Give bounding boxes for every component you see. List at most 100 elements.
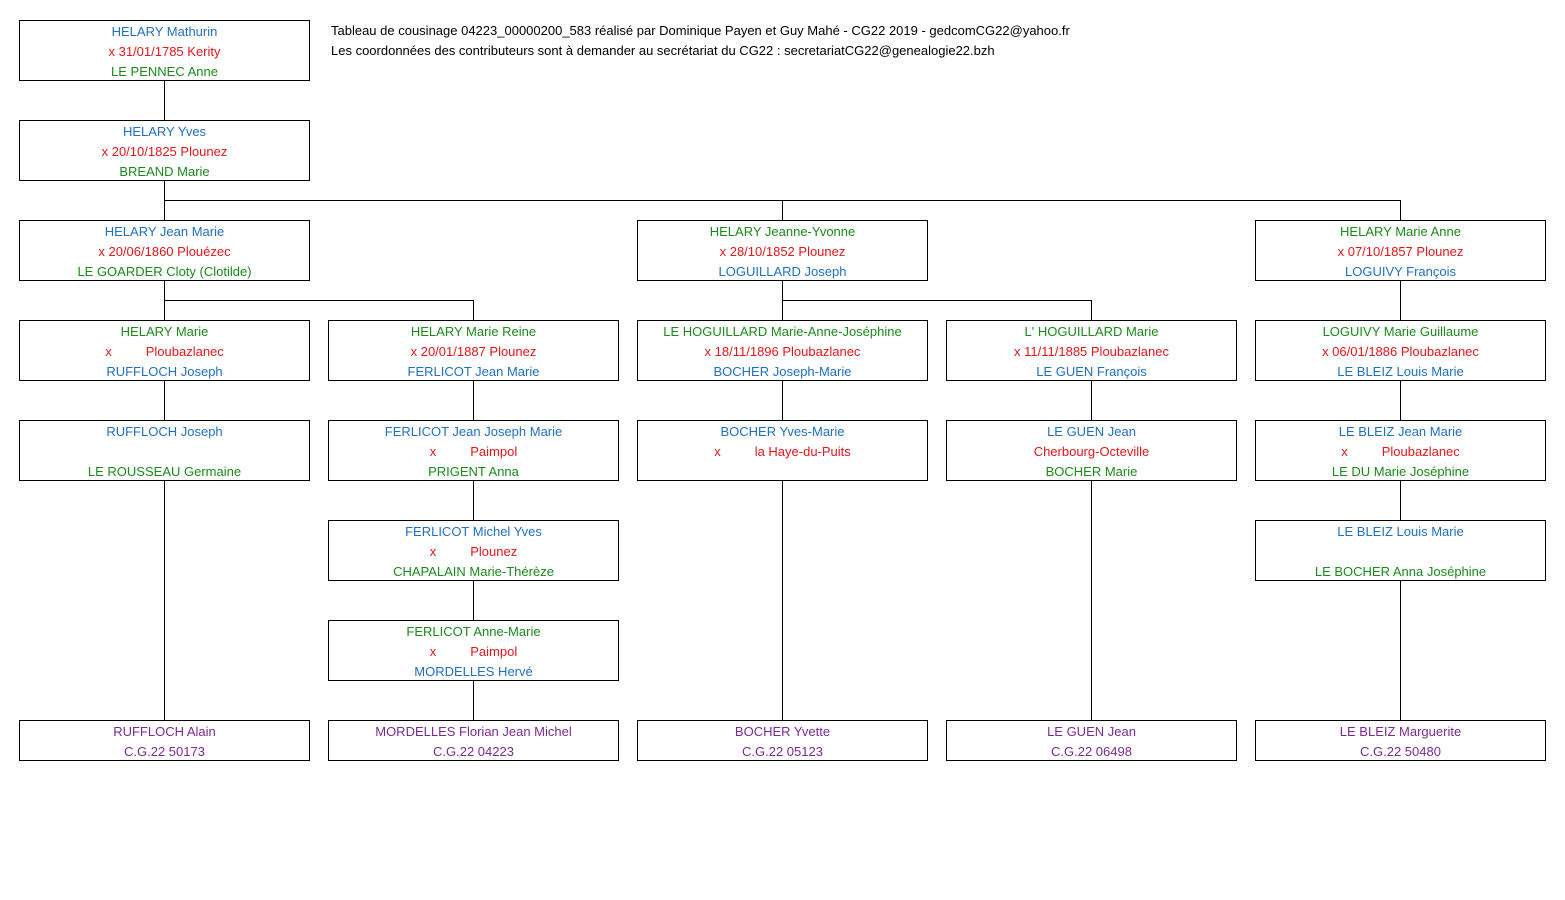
descendant-box-le-bleiz-marguerite: LE BLEIZ Marguerite C.G.22 50480 xyxy=(1255,720,1546,761)
cg22-code: C.G.22 50173 xyxy=(124,744,205,759)
descendant-box-ruffloch-alain: RUFFLOCH Alain C.G.22 50173 xyxy=(19,720,310,761)
marriage-x: x xyxy=(429,444,437,459)
marriage-place: Plounez xyxy=(470,544,518,559)
marriage-place: Cherbourg-Octeville xyxy=(1033,444,1150,459)
spouse-name: LOGUILLARD Joseph xyxy=(718,264,847,279)
person-box-helary-marie: HELARY Marie x Ploubazlanec RUFFLOCH Jose… xyxy=(19,320,310,381)
spouse-name: RUFFLOCH Joseph xyxy=(106,364,223,379)
marriage-info: x Ploubazlanec xyxy=(1256,442,1545,462)
person-box-helary-marie-reine: HELARY Marie Reine x 20/01/1887 Plounez … xyxy=(328,320,619,381)
spouse-name: LE PENNEC Anne xyxy=(111,64,218,79)
marriage-info: x 28/10/1852 Plounez xyxy=(719,244,846,259)
person-box-ruffloch-joseph: RUFFLOCH Joseph LE ROUSSEAU Germaine xyxy=(19,420,310,481)
marriage-info: x 11/11/1885 Ploubazlanec xyxy=(1014,344,1169,359)
person-box-l-hoguillard-marie: L' HOGUILLARD Marie x 11/11/1885 Ploubaz… xyxy=(946,320,1237,381)
marriage-x: x xyxy=(105,344,112,359)
person-box-bocher-yves-marie: BOCHER Yves-Marie x la Haye-du-Puits xyxy=(637,420,928,481)
cg22-code: C.G.22 04223 xyxy=(433,744,514,759)
marriage-info: x Paimpol xyxy=(329,642,618,662)
person-name: HELARY Jeanne-Yvonne xyxy=(709,224,856,239)
spouse-name: MORDELLES Hervé xyxy=(414,664,533,679)
spouse-name: LE GUEN François xyxy=(1036,364,1147,379)
person-name: BOCHER Yves-Marie xyxy=(720,424,845,439)
marriage-info: x Plounez xyxy=(329,542,618,562)
spouse-name: LE DU Marie Joséphine xyxy=(1331,464,1470,479)
marriage-x: x xyxy=(429,644,437,659)
person-name: HELARY Marie Anne xyxy=(1340,224,1461,239)
marriage-x: x xyxy=(1341,444,1348,459)
spouse-name: LE BLEIZ Louis Marie xyxy=(1337,364,1464,379)
descendant-name: RUFFLOCH Alain xyxy=(113,724,216,739)
person-box-helary-marie-anne: HELARY Marie Anne x 07/10/1857 Plounez L… xyxy=(1255,220,1546,281)
person-name: LE BLEIZ Jean Marie xyxy=(1338,424,1463,439)
header-line-2: Les coordonnées des contributeurs sont à… xyxy=(331,43,995,58)
person-name: HELARY Marie Reine xyxy=(410,324,537,339)
marriage-info: x Ploubazlanec xyxy=(20,342,309,362)
person-name: FERLICOT Jean Joseph Marie xyxy=(384,424,563,439)
descendant-name: BOCHER Yvette xyxy=(734,724,831,739)
marriage-info: x 07/10/1857 Plounez xyxy=(1337,244,1464,259)
person-name: LE BLEIZ Louis Marie xyxy=(1337,524,1464,539)
spouse-name: LE GOARDER Cloty (Clotilde) xyxy=(77,264,252,279)
marriage-info: x 31/01/1785 Kerity xyxy=(108,44,221,59)
person-box-helary-jeanne-yvonne: HELARY Jeanne-Yvonne x 28/10/1852 Ploune… xyxy=(637,220,928,281)
marriage-place: la Haye-du-Puits xyxy=(754,444,851,459)
marriage-info: x 20/01/1887 Plounez xyxy=(410,344,537,359)
person-name: HELARY Yves xyxy=(122,124,207,139)
marriage-info: x 20/06/1860 Plouézec xyxy=(98,244,231,259)
cg22-code: C.G.22 50480 xyxy=(1360,744,1441,759)
descendant-name: LE BLEIZ Marguerite xyxy=(1339,724,1462,739)
person-box-le-hoguillard-marie-anne-josephine: LE HOGUILLARD Marie-Anne-Joséphine x 18/… xyxy=(637,320,928,381)
marriage-info: x 18/11/1896 Ploubazlanec xyxy=(704,344,861,359)
descendant-box-le-guen-jean: LE GUEN Jean C.G.22 06498 xyxy=(946,720,1237,761)
cg22-code: C.G.22 06498 xyxy=(1051,744,1132,759)
person-box-ferlicot-anne-marie: FERLICOT Anne-Marie x Paimpol MORDELLES H… xyxy=(328,620,619,681)
marriage-place: Paimpol xyxy=(470,644,518,659)
header-line-1: Tableau de cousinage 04223_00000200_583 … xyxy=(331,23,1070,38)
marriage-x: x xyxy=(429,544,437,559)
spouse-name: LE ROUSSEAU Germaine xyxy=(87,464,242,479)
marriage-x: x xyxy=(714,444,721,459)
spouse-name: LE BOCHER Anna Joséphine xyxy=(1314,564,1487,579)
person-name: LE HOGUILLARD Marie-Anne-Joséphine xyxy=(663,324,902,339)
person-name: RUFFLOCH Joseph xyxy=(106,424,223,439)
person-name: FERLICOT Anne-Marie xyxy=(406,624,541,639)
spouse-name: BREAND Marie xyxy=(119,164,210,179)
spouse-name: BOCHER Joseph-Marie xyxy=(713,364,852,379)
spouse-name: PRIGENT Anna xyxy=(428,464,519,479)
person-box-helary-yves: HELARY Yves x 20/10/1825 Plounez BREAND … xyxy=(19,120,310,181)
marriage-info: x la Haye-du-Puits xyxy=(638,442,927,462)
marriage-info: x Paimpol xyxy=(329,442,618,462)
cg22-code: C.G.22 05123 xyxy=(742,744,823,759)
person-box-le-bleiz-louis-marie: LE BLEIZ Louis Marie LE BOCHER Anna José… xyxy=(1255,520,1546,581)
marriage-place: Ploubazlanec xyxy=(145,344,224,359)
person-box-helary-jean-marie: HELARY Jean Marie x 20/06/1860 Plouézec … xyxy=(19,220,310,281)
person-name: FERLICOT Michel Yves xyxy=(405,524,542,539)
marriage-place: Paimpol xyxy=(470,444,518,459)
person-box-ferlicot-jean-joseph-marie: FERLICOT Jean Joseph Marie x Paimpol PRIG… xyxy=(328,420,619,481)
person-name: L' HOGUILLARD Marie xyxy=(1024,324,1159,339)
marriage-info: x 20/10/1825 Plounez xyxy=(101,144,228,159)
person-name: HELARY Marie xyxy=(120,324,209,339)
descendant-name: MORDELLES Florian Jean Michel xyxy=(375,724,572,739)
spouse-name: BOCHER Marie xyxy=(1045,464,1138,479)
person-box-le-guen-jean: LE GUEN Jean Cherbourg-Octeville BOCHER … xyxy=(946,420,1237,481)
descendant-box-bocher-yvette: BOCHER Yvette C.G.22 05123 xyxy=(637,720,928,761)
descendant-box-mordelles-florian: MORDELLES Florian Jean Michel C.G.22 042… xyxy=(328,720,619,761)
person-box-ferlicot-michel-yves: FERLICOT Michel Yves x Plounez CHAPALAIN … xyxy=(328,520,619,581)
spouse-name: FERLICOT Jean Marie xyxy=(407,364,540,379)
descendant-name: LE GUEN Jean xyxy=(1047,724,1136,739)
header: Tableau de cousinage 04223_00000200_583 … xyxy=(331,21,1070,61)
person-name: LE GUEN Jean xyxy=(1047,424,1136,439)
marriage-place: Ploubazlanec xyxy=(1381,444,1460,459)
person-box-le-bleiz-jean-marie: LE BLEIZ Jean Marie x Ploubazlanec LE DU … xyxy=(1255,420,1546,481)
person-name: HELARY Jean Marie xyxy=(104,224,225,239)
marriage-info: x 06/01/1886 Ploubazlanec xyxy=(1322,344,1479,359)
spouse-name: LOGUIVY François xyxy=(1344,264,1457,279)
person-box-loguivy-marie-guillaume: LOGUIVY Marie Guillaume x 06/01/1886 Plo… xyxy=(1255,320,1546,381)
spouse-name: CHAPALAIN Marie-Thérèze xyxy=(393,564,554,579)
person-box-helary-mathurin: HELARY Mathurin x 31/01/1785 Kerity LE P… xyxy=(19,20,310,81)
person-name: HELARY Mathurin xyxy=(111,24,218,39)
person-name: LOGUIVY Marie Guillaume xyxy=(1322,324,1479,339)
